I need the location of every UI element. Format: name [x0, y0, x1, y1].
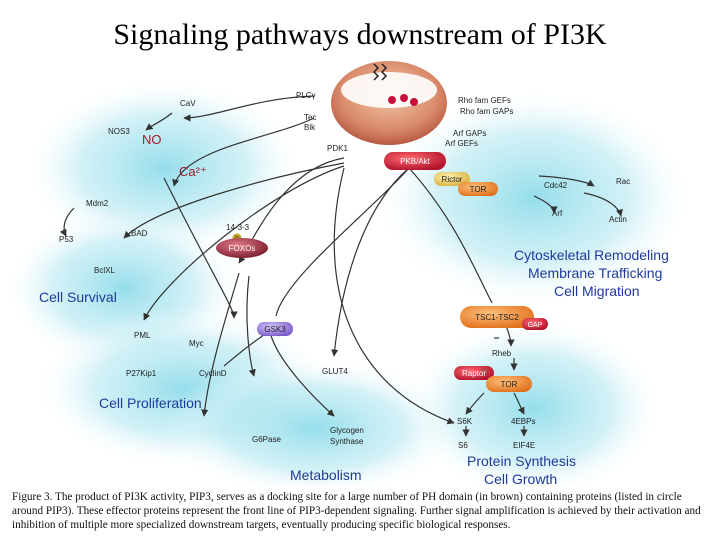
background-glow: [14, 78, 694, 486]
svg-text:Rho fam GAPs: Rho fam GAPs: [460, 107, 513, 116]
svg-text:TOR: TOR: [470, 185, 487, 194]
svg-text:Membrane Trafficking: Membrane Trafficking: [528, 265, 662, 281]
svg-text:Cdc42: Cdc42: [544, 181, 568, 190]
svg-text:Rac: Rac: [616, 177, 630, 186]
pip3-membrane: [331, 61, 447, 145]
svg-text:NOS3: NOS3: [108, 127, 130, 136]
svg-text:Rho fam GEFs: Rho fam GEFs: [458, 96, 511, 105]
svg-text:GSK3: GSK3: [264, 325, 286, 334]
svg-text:Cell Growth: Cell Growth: [484, 471, 557, 486]
svg-text:Glycogen: Glycogen: [330, 426, 364, 435]
svg-text:Cytoskeletal Remodeling: Cytoskeletal Remodeling: [514, 247, 669, 263]
svg-text:Rictor: Rictor: [442, 175, 463, 184]
rictor-tor-node: Rictor TOR: [434, 172, 498, 196]
svg-text:G6Pase: G6Pase: [252, 435, 281, 444]
svg-text:BAD: BAD: [131, 229, 148, 238]
figure-caption: Figure 3. The product of PI3K activity, …: [12, 491, 701, 531]
slide-title: Signaling pathways downstream of PI3K: [113, 18, 607, 51]
svg-text:BclXL: BclXL: [94, 266, 115, 275]
tsc-node: TSC1-TSC2 GAP: [460, 306, 548, 330]
svg-text:Raptor: Raptor: [462, 369, 486, 378]
svg-text:P53: P53: [59, 235, 74, 244]
svg-text:Cell Proliferation: Cell Proliferation: [99, 395, 202, 411]
svg-text:Rheb: Rheb: [492, 349, 512, 358]
svg-text:S6K: S6K: [457, 417, 473, 426]
svg-text:GLUT4: GLUT4: [322, 367, 348, 376]
svg-text:Ca²⁺: Ca²⁺: [179, 164, 207, 179]
svg-text:Cell Migration: Cell Migration: [554, 283, 640, 299]
svg-text:Protein Synthesis: Protein Synthesis: [467, 453, 576, 469]
svg-text:FOXOs: FOXOs: [229, 244, 256, 253]
svg-text:PML: PML: [134, 331, 151, 340]
foxo-node: 14-3-3 P FOXOs: [216, 223, 268, 258]
svg-text:EIF4E: EIF4E: [513, 441, 535, 450]
svg-text:TOR: TOR: [501, 380, 518, 389]
svg-text:Actin: Actin: [609, 215, 627, 224]
svg-text:Cell Survival: Cell Survival: [39, 289, 117, 305]
svg-text:4EBPs: 4EBPs: [511, 417, 535, 426]
svg-text:CyclinD: CyclinD: [199, 369, 227, 378]
svg-text:P27Kip1: P27Kip1: [126, 369, 157, 378]
svg-text:Synthase: Synthase: [330, 437, 364, 446]
protein-labels: CaV PLCγ NOS3 NO Tec Blk Ca²⁺ PDK1 Rho f…: [59, 91, 630, 450]
protein-14-3-3-label: 14-3-3: [226, 223, 250, 232]
svg-text:GAP: GAP: [528, 322, 543, 329]
svg-text:TSC1-TSC2: TSC1-TSC2: [475, 313, 519, 322]
svg-text:Arf: Arf: [552, 209, 563, 218]
svg-text:Arf GAPs: Arf GAPs: [453, 129, 486, 138]
svg-text:Mdm2: Mdm2: [86, 199, 109, 208]
svg-text:PKB/Akt: PKB/Akt: [400, 157, 431, 166]
pathway-diagram: PKB/Akt Rictor TOR 14-3-3 P FOXOs GSK3 T…: [14, 61, 694, 486]
svg-text:S6: S6: [458, 441, 468, 450]
pkb-akt-node: PKB/Akt: [384, 152, 446, 170]
svg-text:Blk: Blk: [304, 123, 316, 132]
svg-text:PDK1: PDK1: [327, 144, 348, 153]
gsk3-node: GSK3: [257, 322, 293, 336]
svg-text:Tec: Tec: [304, 113, 316, 122]
pathway-arrows: [59, 95, 623, 437]
svg-text:Arf GEFs: Arf GEFs: [445, 139, 478, 148]
svg-text:Metabolism: Metabolism: [290, 467, 362, 483]
raptor-tor-node: Raptor TOR: [454, 366, 532, 392]
svg-text:PLCγ: PLCγ: [296, 91, 316, 100]
svg-text:Myc: Myc: [189, 339, 204, 348]
outcome-labels: Cell Survival Cytoskeletal Remodeling Me…: [39, 247, 669, 486]
svg-text:NO: NO: [142, 132, 162, 147]
svg-text:CaV: CaV: [180, 99, 196, 108]
